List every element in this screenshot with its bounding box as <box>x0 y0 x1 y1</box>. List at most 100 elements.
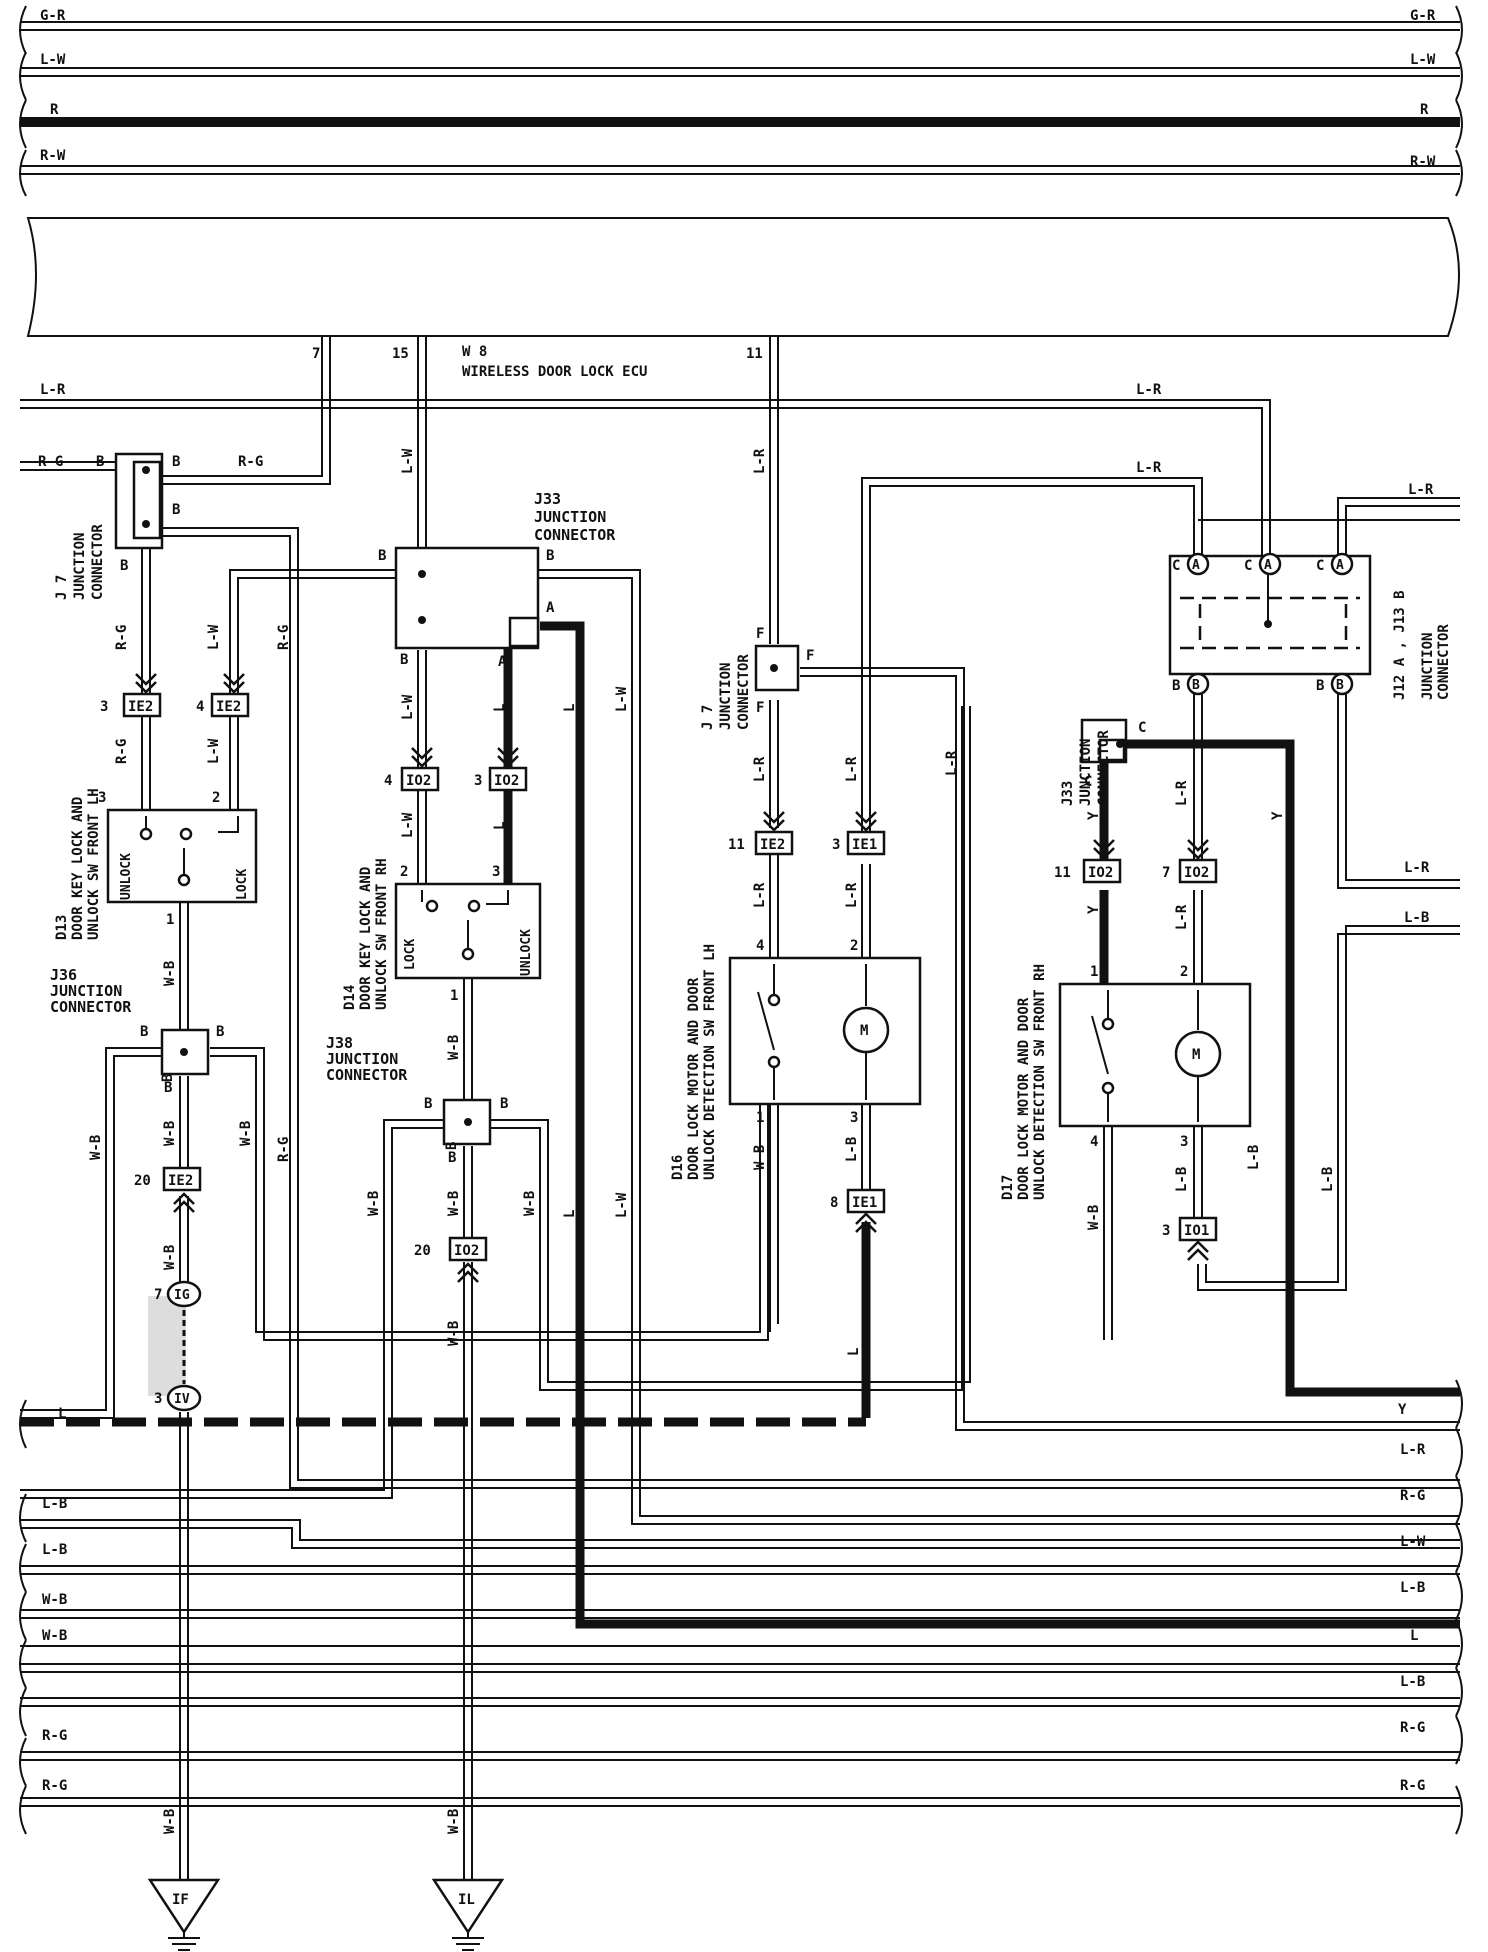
lbl-b-j38: B <box>444 1142 460 1150</box>
io2-20-label: IO2 <box>454 1243 479 1259</box>
io2-a <box>400 766 440 792</box>
junction-j33-mid: B B B A A J33 JUNCTION CONNECTOR <box>378 490 616 670</box>
lbl-l-r-d16-2: L-R <box>844 882 860 908</box>
j33-right-pin-c2: C <box>1084 774 1092 790</box>
d17-box <box>1058 982 1252 1128</box>
plug-arrows <box>135 673 1209 1283</box>
j12-circ-a3 <box>1330 552 1354 576</box>
io1-3 <box>1178 1216 1218 1242</box>
lbl-r-g-d13: R-G <box>114 739 130 764</box>
lbl-w-b-d13: W-B <box>162 961 178 986</box>
j7-mid-pin-f3: F <box>756 700 764 716</box>
lbl-l-d14: L <box>492 822 508 830</box>
wire-l-w-long <box>538 569 1460 1525</box>
wire-j36-left <box>20 1047 164 1419</box>
j33-dot1 <box>418 570 426 578</box>
lbl-w-b-j38-right: W-B <box>522 1191 538 1216</box>
arrow-ie1-3 <box>855 811 877 832</box>
lbl-w-b-io2: W-B <box>446 1321 462 1346</box>
ig-label: IG <box>174 1288 190 1303</box>
bus-label-r3: R <box>1420 102 1429 118</box>
wire-ecu15-l-w <box>417 336 427 556</box>
j7-mid-dot <box>770 664 778 672</box>
wire-l-w-ie2 <box>229 569 398 696</box>
d17-label: D17 DOOR LOCK MOTOR AND DOOR UNLOCK DETE… <box>1000 964 1048 1200</box>
lbl-l-b-io1: L-B <box>1404 910 1429 926</box>
left-break-marks <box>19 5 27 197</box>
j7-left-dot1 <box>142 466 150 474</box>
j13-circ-b2 <box>1330 672 1354 696</box>
wire-l-r-stub <box>1337 497 1460 560</box>
lbl-w-b-j36-left: W-B <box>88 1135 104 1160</box>
d13-code: D13 <box>54 915 70 940</box>
bus-r-g-4 <box>20 1797 1460 1807</box>
arrow-io1-3 <box>1187 1240 1209 1261</box>
j7-mid-name: JUNCTION <box>718 663 734 730</box>
d16-switch-lines <box>757 964 775 1100</box>
j7-mid-box <box>754 644 800 692</box>
d14-line2: UNLOCK SW FRONT RH <box>374 858 390 1010</box>
d13-contact-2 <box>179 827 193 841</box>
wire-j33-b-down <box>417 650 427 770</box>
d13-contact-3 <box>177 873 191 887</box>
arrow-io2-4 <box>411 747 433 768</box>
wire-d16-3 <box>861 1104 871 1190</box>
ie2-20-pin: 20 <box>134 1173 151 1189</box>
wire-ecu7-r-g <box>160 336 331 485</box>
arrow-io2-7 <box>1187 839 1209 860</box>
j12-pin-c3: C <box>1316 558 1324 574</box>
d17-line1: DOOR LOCK MOTOR AND DOOR <box>1016 997 1032 1200</box>
lbl-w-b-if: W-B <box>162 1809 178 1834</box>
junction-j7-left: B B B B J 7 JUNCTION CONNECTOR <box>54 452 180 600</box>
j33-right-dot <box>1116 740 1124 748</box>
j33-right-code: J33 <box>1060 781 1076 806</box>
junction-j33-right: C C J33 JUNCTION CONNECTOR <box>1060 718 1146 806</box>
wire-io1-l-b <box>1197 925 1460 1291</box>
lbl-l-r-j13: L-R <box>1404 860 1430 876</box>
d16-box <box>728 956 922 1106</box>
j38-name2: CONNECTOR <box>326 1066 408 1084</box>
lbl-l-w-ie2: L-W <box>206 624 222 650</box>
lbl-l-w-d13: L-W <box>206 738 222 764</box>
j38-code: J38 <box>326 1034 353 1052</box>
j7-left-name2: CONNECTOR <box>90 524 106 600</box>
j7-left-pin-b3: B <box>172 502 180 518</box>
lbl-l-w-ecu15: L-W <box>400 448 416 474</box>
d16-line1: DOOR LOCK MOTOR AND DOOR <box>686 977 702 1180</box>
io2-a-label: IO2 <box>406 773 431 789</box>
bus-left-w-b-1: W-B <box>42 1592 67 1608</box>
d13-switch-lines <box>145 816 239 874</box>
ecu-code: W 8 <box>462 344 487 360</box>
io2-20-pin: 20 <box>414 1243 431 1259</box>
io2-right-b <box>1178 858 1218 884</box>
j38-pin-b3: B <box>448 1150 456 1166</box>
d13-label: D13 DOOR KEY LOCK AND UNLOCK SW FRONT LH <box>54 788 102 940</box>
arrow-ie2-3 <box>135 673 157 694</box>
j12-pin-c1: C <box>1172 558 1180 574</box>
d16-code: D16 <box>670 1155 686 1180</box>
j36-code: J36 <box>50 966 77 984</box>
junction-j38: B B B J38 JUNCTION CONNECTOR <box>326 1034 508 1166</box>
j7-left-pin-b1: B <box>96 454 104 470</box>
wire-ecu11-l-r <box>769 336 779 644</box>
d16-pin-2: 2 <box>850 938 858 954</box>
bus-left-r-g-2: R-G <box>42 1778 67 1794</box>
j38-name: JUNCTION <box>326 1050 398 1068</box>
ie2-mid <box>754 830 794 856</box>
d14-label: D14 DOOR KEY LOCK AND UNLOCK SW FRONT RH <box>342 858 390 1010</box>
j13-b2: B <box>1336 678 1344 693</box>
j12-a2: A <box>1264 558 1272 573</box>
j12-dash-h <box>1180 596 1360 650</box>
ie2-20-label: IE2 <box>168 1173 193 1189</box>
d14-pin-1: 1 <box>450 988 458 1004</box>
j12-circ-a1 <box>1186 552 1210 576</box>
ecu-pin-15: 15 <box>392 346 409 362</box>
d13-line1: DOOR KEY LOCK AND <box>70 797 86 940</box>
lbl-l-r-j7mid-right: L-R <box>944 750 960 776</box>
wire-r-g-left <box>20 461 118 471</box>
j33-right-pin-c1: C <box>1138 720 1146 736</box>
j12-label: J12 A , J13 B JUNCTION CONNECTOR <box>1392 590 1452 700</box>
d14-contact-1 <box>425 899 439 913</box>
bus-right-l-b-2: L-B <box>1400 1674 1425 1690</box>
d16-motor-label: M <box>860 1023 868 1039</box>
